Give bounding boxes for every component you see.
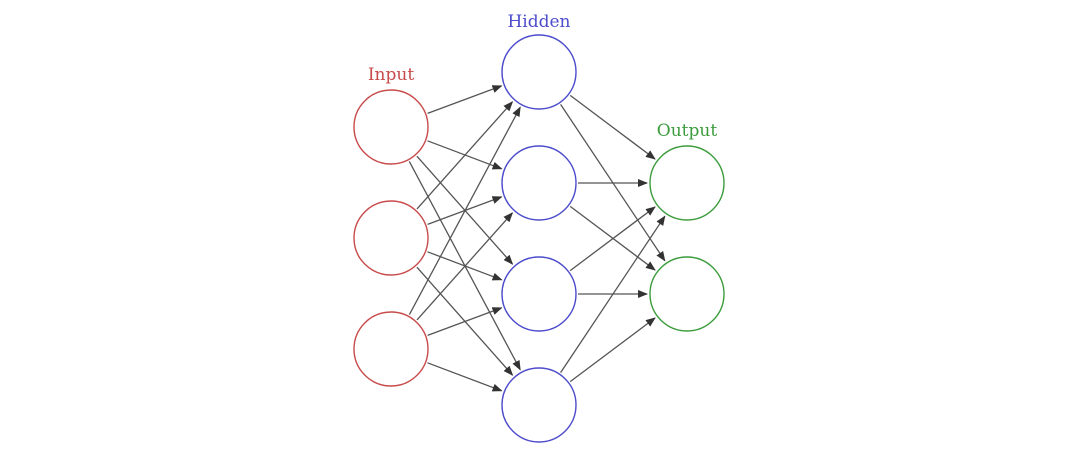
output-node-1 — [649, 145, 725, 221]
hidden-node-3 — [501, 256, 577, 332]
connections-group — [408, 85, 666, 392]
edge-input-2-to-hidden-1 — [416, 101, 514, 210]
hidden-node-1 — [501, 34, 577, 110]
nodes-group — [353, 34, 725, 443]
hidden-node-4 — [501, 367, 577, 443]
edge-input-3-to-hidden-3 — [427, 307, 503, 337]
edge-hidden-3-to-output-1 — [569, 206, 656, 272]
edge-input-3-to-hidden-1 — [408, 106, 521, 315]
output-layer-label: Output — [657, 121, 718, 141]
input-node-2 — [353, 200, 429, 276]
edge-hidden-4-to-output-1 — [560, 215, 666, 373]
edge-hidden-4-to-output-2 — [569, 317, 656, 383]
input-layer-label: Input — [368, 65, 414, 85]
input-node-1 — [353, 89, 429, 165]
hidden-layer-label: Hidden — [507, 12, 570, 32]
hidden-node-2 — [501, 145, 577, 221]
edge-input-3-to-hidden-4 — [427, 362, 503, 392]
edge-input-3-to-hidden-2 — [416, 212, 514, 321]
edge-hidden-1-to-output-1 — [569, 94, 656, 160]
input-node-3 — [353, 311, 429, 387]
edge-input-1-to-hidden-1 — [427, 85, 503, 115]
output-node-2 — [649, 256, 725, 332]
